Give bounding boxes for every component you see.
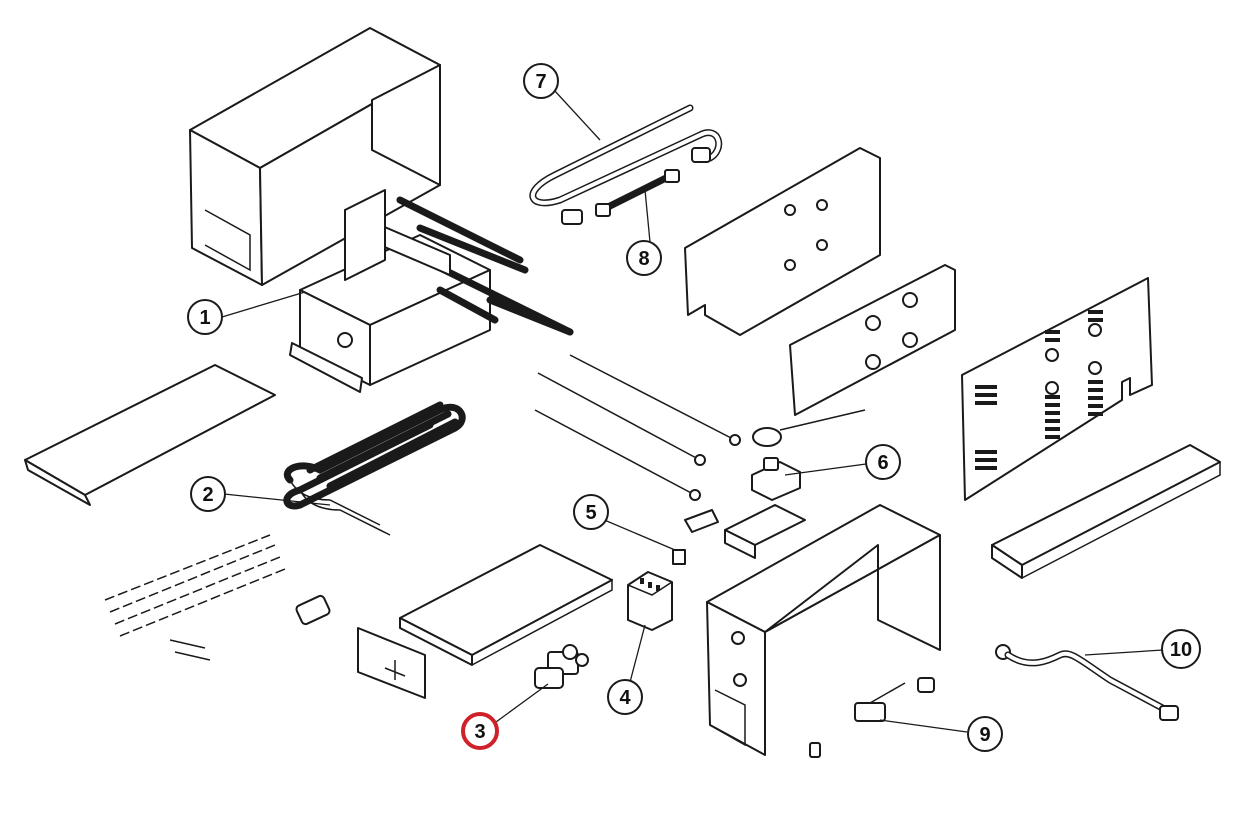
pipe-nipple [295, 594, 331, 626]
callout-9: 9 [967, 716, 1003, 752]
drain-ball-valve [809, 677, 935, 758]
boiler-tank [289, 189, 574, 393]
middle-panel [789, 264, 956, 416]
callout-3: 3 [461, 712, 499, 750]
svg-text:8: 8 [638, 248, 649, 270]
vented-panel [961, 277, 1153, 501]
svg-text:4: 4 [619, 687, 631, 709]
callout-5: 5 [573, 494, 609, 530]
flexible-hose [995, 644, 1179, 721]
svg-text:10: 10 [1170, 639, 1192, 661]
svg-text:2: 2 [202, 484, 213, 506]
base-tray-right [991, 444, 1221, 579]
svg-text:5: 5 [585, 502, 596, 524]
mounting-plate [357, 627, 426, 699]
callout-10: 10 [1161, 629, 1201, 669]
base-tray-left [24, 364, 276, 506]
contactor [627, 571, 673, 631]
thermostat [751, 409, 866, 501]
middle-tray [399, 544, 613, 666]
callout-2: 2 [190, 476, 226, 512]
svg-text:7: 7 [535, 71, 546, 93]
front-cover-panel [706, 504, 941, 756]
heating-element-coil [283, 401, 466, 536]
heating-element-small [104, 534, 286, 661]
svg-text:6: 6 [877, 452, 888, 474]
callout-1: 1 [187, 299, 223, 335]
callout-7: 7 [523, 63, 559, 99]
rear-panel-upper [684, 147, 881, 336]
svg-text:3: 3 [474, 721, 485, 743]
leader-lines [221, 89, 1164, 733]
svg-text:1: 1 [199, 307, 210, 329]
svg-text:9: 9 [979, 724, 990, 746]
fuse [672, 509, 719, 565]
straight-pipes [534, 354, 741, 501]
callout-4: 4 [607, 679, 643, 715]
top-cover-panel [189, 27, 441, 286]
bent-steam-pipe [529, 104, 723, 225]
solenoid-valve [534, 644, 589, 689]
callout-6: 6 [865, 444, 901, 480]
callout-8: 8 [626, 240, 662, 276]
terminal-strip [724, 504, 806, 559]
